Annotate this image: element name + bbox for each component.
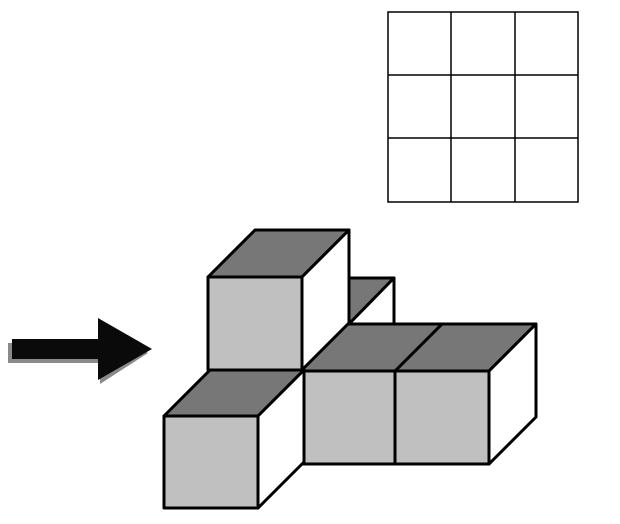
cube-front-left xyxy=(162,368,306,510)
cube-upper-left xyxy=(206,228,351,372)
cube-stack xyxy=(162,228,538,510)
arrow-right-icon xyxy=(8,318,152,384)
answer-grid xyxy=(387,11,579,203)
